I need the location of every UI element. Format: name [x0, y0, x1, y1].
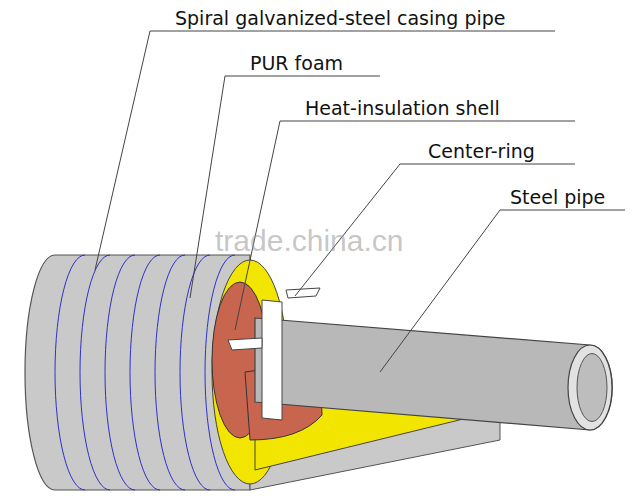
pipe-bore: [577, 354, 607, 422]
spiral-lines: [55, 255, 235, 490]
center-ring: [262, 300, 282, 420]
part-label: Center-ring: [428, 140, 535, 162]
ring-clip: [286, 288, 320, 298]
part-label: Spiral galvanized-steel casing pipe: [175, 7, 506, 29]
watermark: trade.china.cn: [215, 224, 403, 258]
pipe-end: [568, 345, 612, 430]
leader-lines: [95, 31, 625, 372]
steel-pipe: [255, 318, 612, 430]
part-label: PUR foam: [250, 52, 343, 74]
part-label: Steel pipe: [510, 186, 605, 208]
ring-clip: [228, 338, 262, 350]
part-label: Heat-insulation shell: [305, 97, 500, 119]
